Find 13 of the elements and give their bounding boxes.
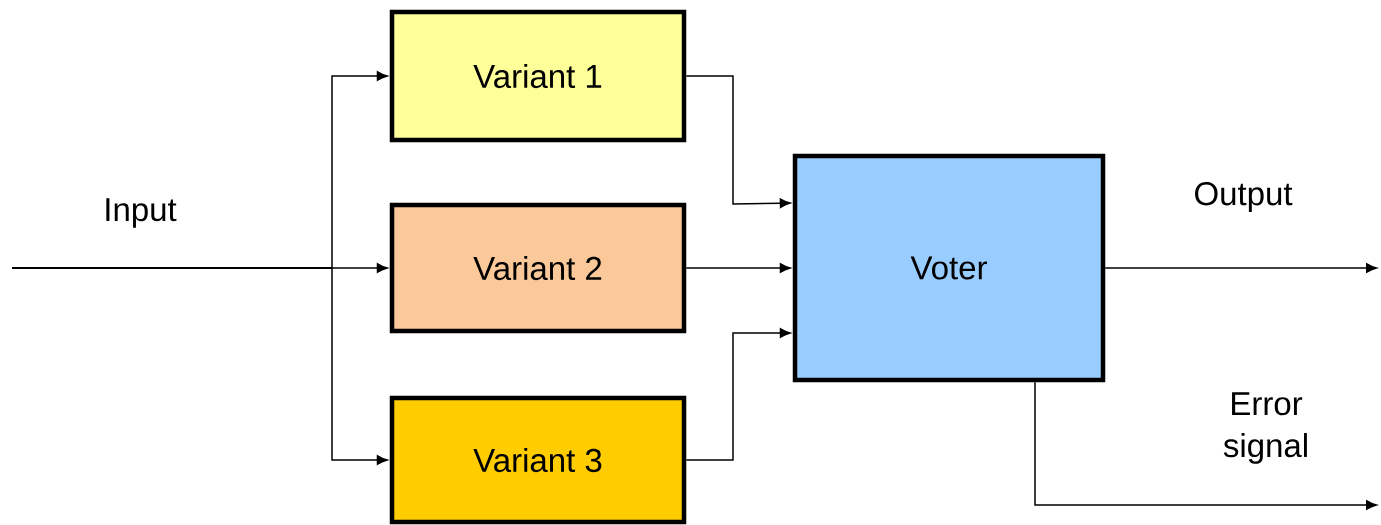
variant-box: Variant 1: [389, 9, 687, 143]
arrow: [1104, 263, 1377, 273]
arrow: [685, 75, 791, 209]
voter-box: Voter: [792, 153, 1106, 383]
flow-label: Output: [1195, 182, 1293, 212]
arrow: [685, 328, 791, 461]
flow-label: Input: [106, 198, 177, 228]
variant-box: Variant 3: [389, 395, 687, 525]
arrow: [685, 263, 791, 273]
flow-label: Error signal: [1223, 392, 1307, 464]
arrow: [11, 267, 388, 465]
arrow: [1034, 381, 1377, 510]
variant-box: Variant 2: [389, 202, 687, 334]
